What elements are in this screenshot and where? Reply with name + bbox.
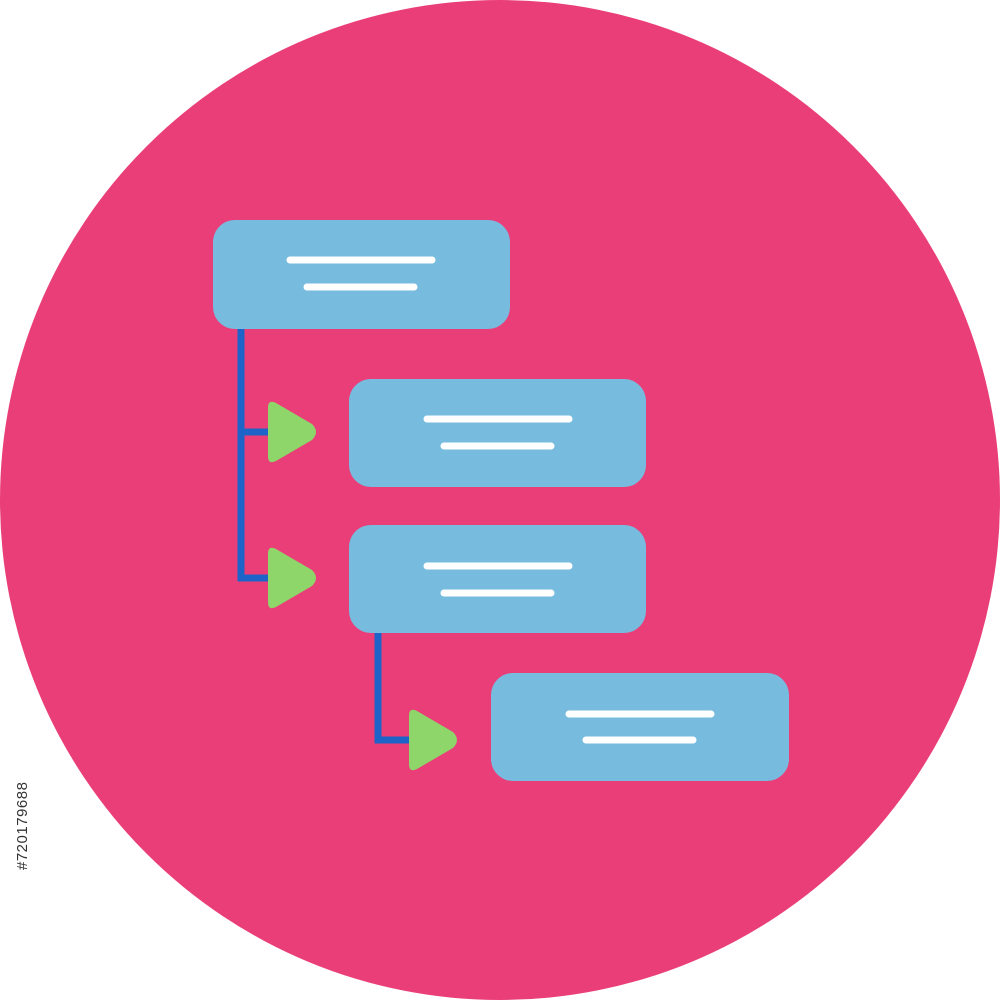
- child-node-1: [349, 379, 646, 487]
- node-box: [491, 673, 789, 781]
- connector-lines: [237, 326, 412, 744]
- arrow-icon: [409, 709, 457, 771]
- node-box: [349, 379, 646, 487]
- connector-child-trunk: [374, 630, 412, 744]
- node-box: [213, 220, 510, 329]
- connector-root-trunk: [237, 326, 272, 582]
- arrows: [268, 401, 457, 771]
- stock-id-label: #720179688: [14, 781, 31, 870]
- root-node: [213, 220, 510, 329]
- arrow-icon: [268, 401, 316, 463]
- node-box: [349, 525, 646, 633]
- arrow-icon: [268, 547, 316, 609]
- grandchild-node: [491, 673, 789, 781]
- nodes: [213, 220, 789, 781]
- child-node-2: [349, 525, 646, 633]
